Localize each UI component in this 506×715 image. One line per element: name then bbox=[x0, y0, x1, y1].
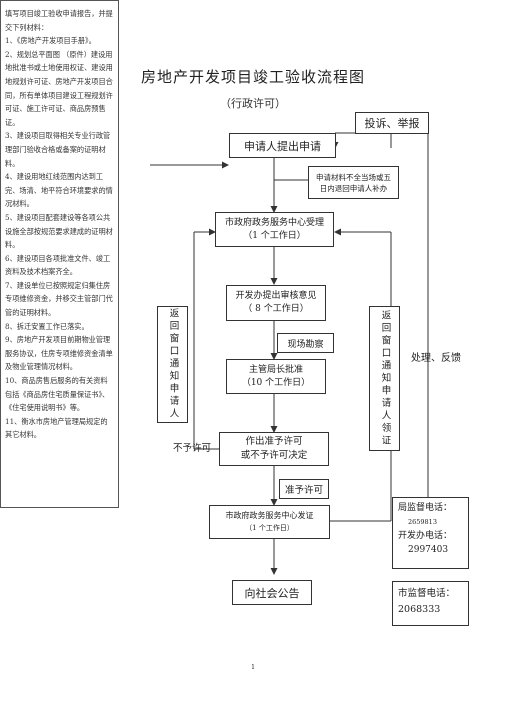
decide-label: 作出准予许可 bbox=[245, 436, 303, 447]
return-right-box: 返回窗口通知申请人领证 bbox=[369, 306, 400, 451]
apply-label: 申请人提出申请 bbox=[244, 139, 321, 153]
materials-panel: 填写项目竣工验收申请报告，并提交下列材料： 1、《房地产开发项目手册》。 2、规… bbox=[0, 0, 119, 508]
materials-item: 3、建设项目取得相关专业行政管理部门验收合格或备案的证明材料。 bbox=[5, 131, 111, 168]
return-left-box: 返回窗口通知申请人 bbox=[157, 306, 188, 423]
decide-sub: 或不予许可决定 bbox=[240, 450, 308, 461]
materials-item: 2、规划总平面图 （原件）建设用地批准书或土地使用权证、建设用地规划许可证、房地… bbox=[5, 49, 113, 127]
handle-label: 处理、反馈 bbox=[411, 353, 461, 364]
hotline-1-label: 局监督电话： bbox=[398, 503, 453, 513]
apply-box: 申请人提出申请 bbox=[229, 133, 336, 158]
incomplete-label: 申请材料不全当场或五日内退回申请人补办 bbox=[316, 172, 391, 193]
materials-item: 5、建设项目配套建设等各项公共设施全部按规范要求建成的证明材料。 bbox=[5, 212, 113, 250]
materials-item: 11、衡水市房地产管理局规定的其它材料。 bbox=[5, 416, 108, 440]
survey-label: 现场勘察 bbox=[287, 339, 324, 350]
page-subtitle: （行政许可） bbox=[220, 97, 286, 110]
materials-item: 6、建设项目各项批准文件、竣工资料及技术档案齐全。 bbox=[5, 253, 111, 277]
issue-box: 市政府政务服务中心发证 （1 个工作日） bbox=[209, 505, 330, 539]
complaint-box: 投诉、举报 bbox=[355, 112, 429, 134]
grant-label: 准予许可 bbox=[284, 485, 323, 496]
approve-days: （10 个工作日） bbox=[241, 377, 311, 388]
page-title: 房地产开发项目竣工验收流程图 bbox=[140, 68, 365, 86]
accept-label: 市政府政务服务中心受理 bbox=[224, 217, 324, 228]
materials-item: 填写项目竣工验收申请报告，并提交下列材料： bbox=[5, 9, 113, 32]
review-box: 开发办提出审核意见 （ 8 个工作日） bbox=[226, 285, 326, 321]
materials-item: 7、建设单位已按照规定归集住房专项维修资金，并移交主管部门代管的证明材料。 bbox=[5, 280, 113, 318]
approve-box: 主管局长批准 （10 个工作日） bbox=[226, 359, 326, 394]
accept-box: 市政府政务服务中心受理 （1 个工作日） bbox=[215, 212, 334, 247]
return-left-label: 返回窗口通知申请人 bbox=[167, 308, 179, 421]
page-number: 1 bbox=[251, 664, 255, 671]
incomplete-box: 申请材料不全当场或五日内退回申请人补办 bbox=[308, 166, 399, 199]
materials-item: 8、拆迁安置工作已落实。 bbox=[5, 321, 89, 331]
review-days: （ 8 个工作日） bbox=[243, 304, 309, 314]
hotline-box-2: 市监督电话： 2068333 bbox=[392, 581, 469, 626]
survey-box: 现场勘察 bbox=[277, 333, 334, 353]
issue-days: （1 个工作日） bbox=[245, 524, 294, 532]
hotline-box-1: 局监督电话： 2659813 开发办电话： 2997403 bbox=[392, 497, 469, 569]
deny-label: 不予许可 bbox=[173, 443, 212, 454]
grant-box: 准予许可 bbox=[279, 479, 329, 499]
hotline-2-label: 市监督电话： bbox=[398, 588, 456, 599]
materials-item: 9、房地产开发项目前期物业管理服务协议，住房专项维修资金清单及物业管理情况材料。 bbox=[5, 335, 113, 372]
accept-days: （1 个工作日） bbox=[243, 230, 306, 241]
materials-item: 1、《房地产开发项目手册》。 bbox=[5, 36, 96, 46]
materials-item: 10、商品房售后服务的有关资料包括《商品房住宅质量保证书》、《住宅使用说明书》等… bbox=[5, 376, 110, 413]
materials-item: 4、建设用地红线范围内达到工完、场清、地平符合环境要求的情况材料。 bbox=[5, 172, 113, 209]
review-label: 开发办提出审核意见 bbox=[235, 291, 317, 301]
hotline-1-dev-number: 2997403 bbox=[408, 545, 449, 555]
return-right-label: 返回窗口通知申请人领证 bbox=[379, 309, 391, 448]
hotline-2-number: 2068333 bbox=[398, 604, 441, 615]
decide-box: 作出准予许可 或不予许可决定 bbox=[219, 432, 329, 466]
announce-box: 向社会公告 bbox=[232, 580, 312, 605]
issue-label: 市政府政务服务中心发证 bbox=[225, 511, 314, 520]
complaint-label: 投诉、举报 bbox=[364, 117, 420, 130]
hotline-1-number: 2659813 bbox=[408, 518, 437, 526]
announce-label: 向社会公告 bbox=[244, 586, 300, 600]
hotline-1-dev-label: 开发办电话： bbox=[398, 531, 453, 541]
approve-label: 主管局长批准 bbox=[248, 364, 303, 375]
